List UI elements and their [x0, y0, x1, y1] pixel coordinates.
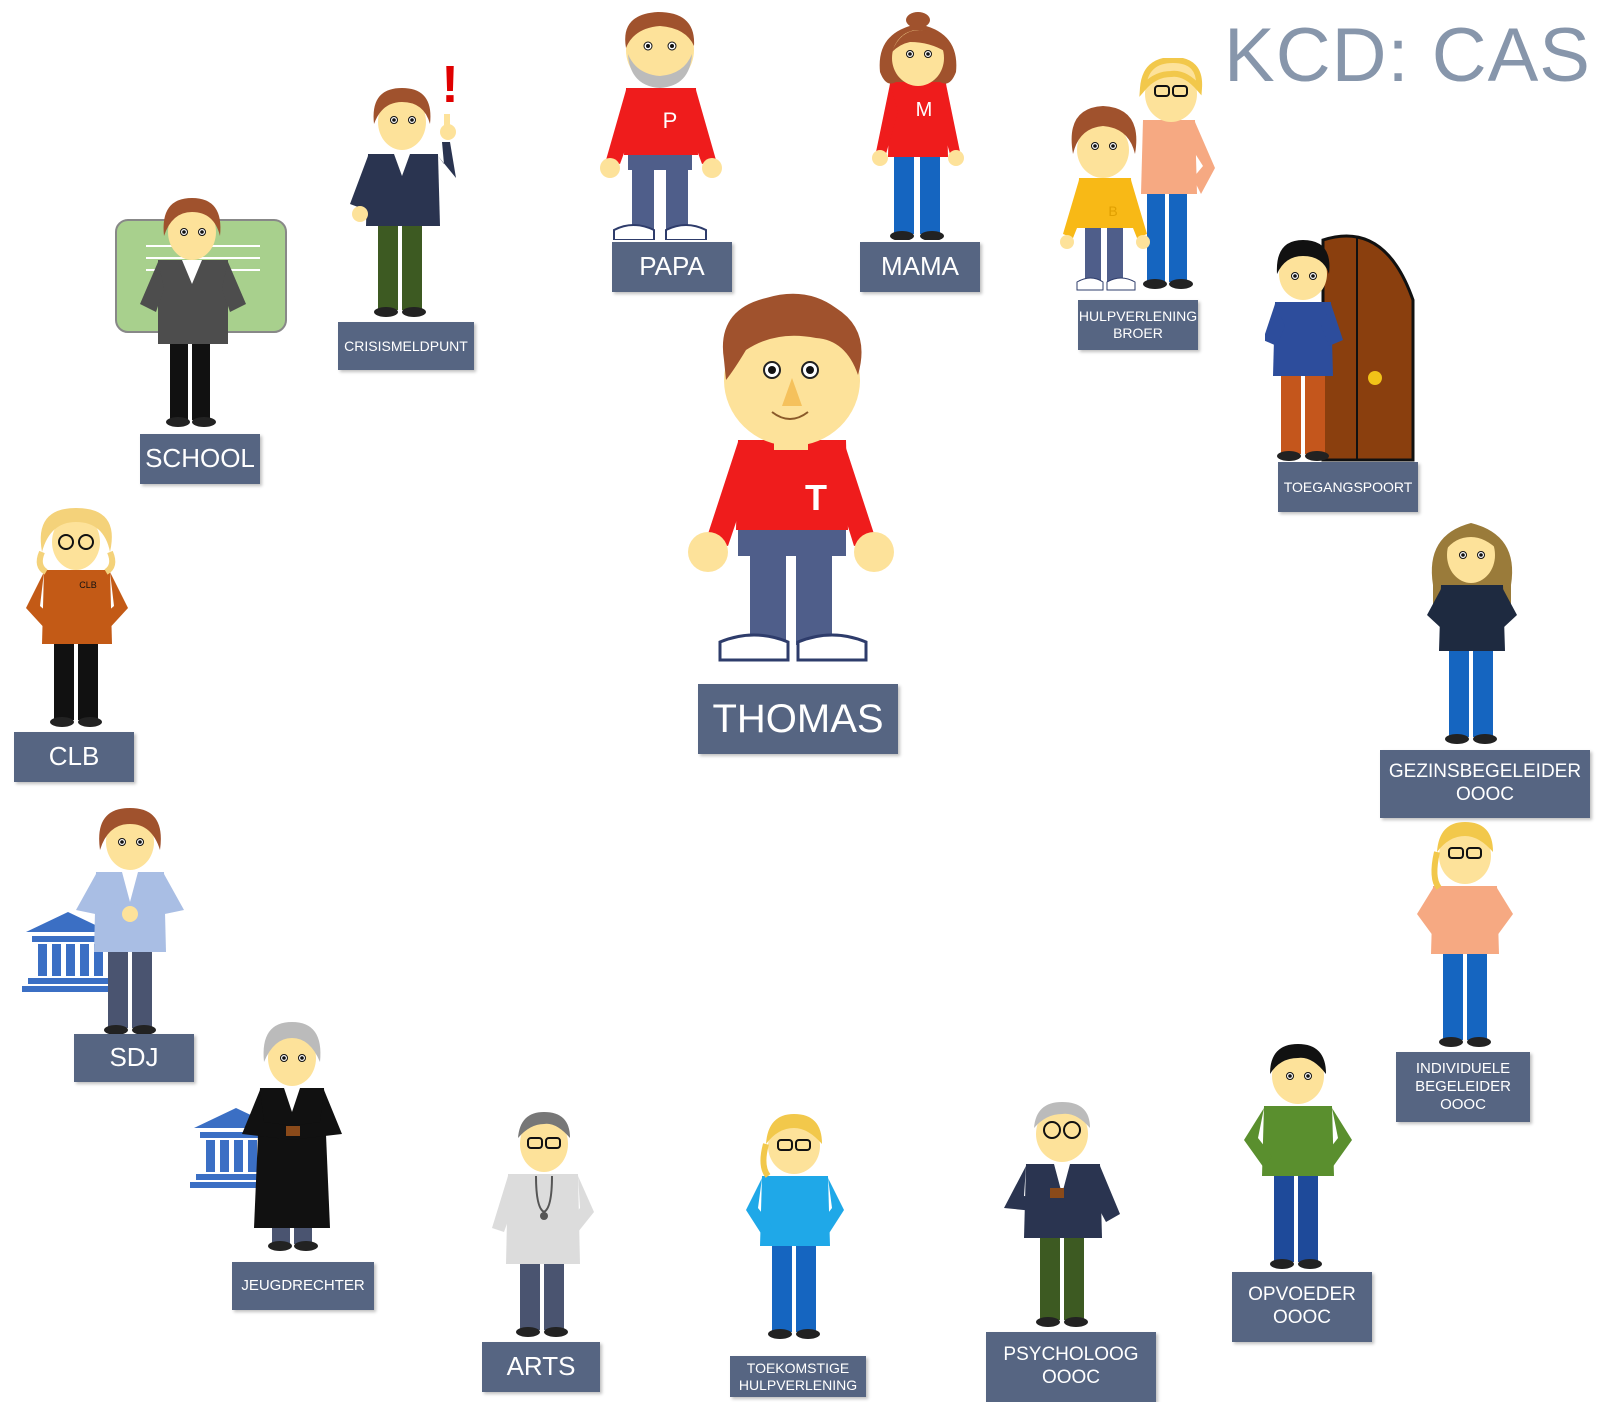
clb-figure: CLB	[26, 508, 128, 727]
opvoeder-label: OPVOEDER OOOC	[1232, 1272, 1372, 1342]
diagram-title: KCD: CAS	[1224, 13, 1591, 98]
individuele-begeleider-figure	[1417, 822, 1513, 1047]
thomas-shirt-letter: T	[805, 477, 827, 518]
school-figure	[115, 198, 287, 427]
courthouse-icon	[22, 912, 112, 992]
mama-label: MAMA	[860, 242, 980, 292]
toegangspoort-label: TOEGANGSPOORT	[1278, 462, 1418, 512]
mama-shirt-letter: M	[916, 99, 933, 121]
school-label: SCHOOL	[140, 434, 260, 484]
psycholoog-figure	[1004, 1102, 1120, 1327]
sdj-figure	[22, 808, 184, 1035]
papa-label: PAPA	[612, 242, 732, 292]
hulpverlening-broer-label: HULPVERLENING BROER	[1078, 300, 1198, 350]
psycholoog-label: PSYCHOLOOG OOOC	[986, 1332, 1156, 1402]
jeugdrechter-label: JEUGDRECHTER	[232, 1262, 374, 1310]
toegangspoort-figure	[1265, 234, 1415, 462]
opvoeder-figure	[1244, 1044, 1352, 1269]
papa-shirt-letter: P	[663, 108, 678, 133]
thomas-label: THOMAS	[698, 684, 898, 754]
arts-figure	[492, 1112, 594, 1337]
jeugdrechter-figure	[190, 1022, 342, 1251]
thomas-figure: T	[688, 293, 894, 662]
mama-figure: M	[872, 12, 964, 240]
door-icon	[1321, 234, 1415, 462]
broer-shirt-letter: B	[1108, 203, 1117, 219]
individuele-begeleider-label: INDIVIDUELE BEGELEIDER OOOC	[1396, 1052, 1530, 1122]
sdj-label: SDJ	[74, 1034, 194, 1082]
toekomstige-hulpverlening-label: TOEKOMSTIGE HULPVERLENING	[730, 1356, 866, 1397]
hulpverlening-broer-figure: B	[1060, 58, 1215, 291]
clb-label: CLB	[14, 732, 134, 782]
crisismeldpunt-figure: !	[350, 58, 459, 317]
gezinsbegeleider-figure	[1427, 523, 1517, 744]
papa-figure: P	[600, 12, 722, 240]
exclamation-icon: !	[441, 58, 458, 114]
toekomstige-hulpverlening-figure	[746, 1114, 844, 1339]
arts-label: ARTS	[482, 1342, 600, 1392]
gezinsbegeleider-label: GEZINSBEGELEIDER OOOC	[1380, 750, 1590, 818]
clb-shirt-text: CLB	[79, 580, 97, 590]
crisismeldpunt-label: CRISISMELDPUNT	[338, 322, 474, 370]
